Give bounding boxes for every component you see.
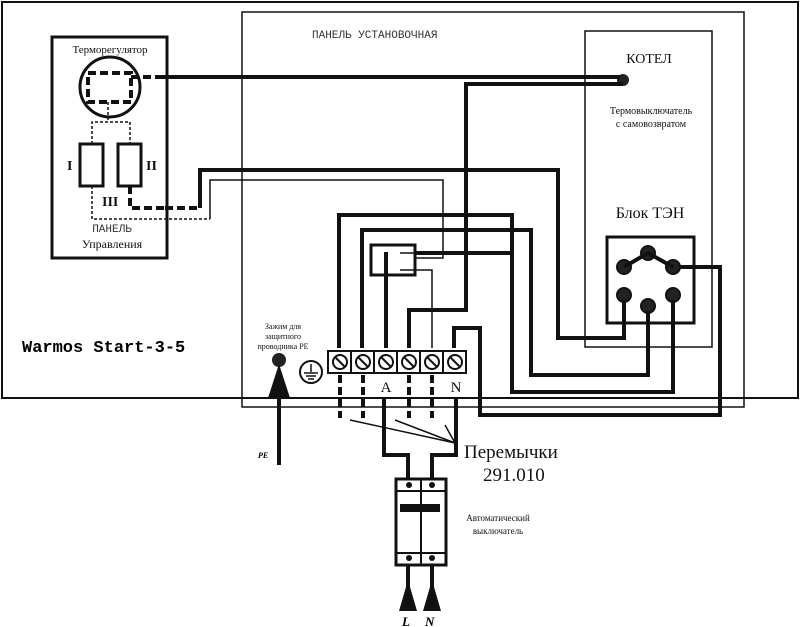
pe-clamp-icon — [272, 353, 286, 367]
stage-1-label: I — [67, 159, 72, 174]
thermostat-label: Терморегулятор — [72, 44, 148, 56]
pe-clamp-label-2: защитного — [265, 332, 301, 341]
terminal-a-label: A — [381, 380, 392, 396]
heater-stage-1-icon — [78, 142, 105, 188]
heater-block — [605, 235, 696, 325]
stage-3-label: III — [102, 195, 118, 210]
pe-clamp-label-3: проводника PE — [257, 342, 308, 351]
input-n-label: N — [424, 614, 435, 627]
breaker-label-1: Автоматический — [466, 513, 530, 523]
ground-icon — [299, 360, 323, 384]
jumpers-code: 291.010 — [483, 465, 545, 486]
heater-terminals — [616, 245, 681, 314]
panel-label: ПАНЕЛЬ — [92, 224, 132, 236]
installation-panel-label: ПАНЕЛЬ УСТАНОВОЧНАЯ — [312, 30, 437, 42]
pe-label: PE — [258, 451, 268, 460]
control-label: Управления — [82, 237, 143, 251]
breaker-label-2: выключатель — [473, 526, 523, 536]
model-title: Warmos Start-3-5 — [22, 339, 185, 358]
circuit-breaker — [394, 477, 448, 567]
boiler-label: КОТЕЛ — [626, 52, 672, 67]
heater-stage-2-icon — [116, 142, 143, 188]
pe-clamp-label-1: Зажим для — [265, 322, 301, 331]
relay — [369, 243, 417, 277]
thermo-switch-label: Термовыключатель — [610, 106, 693, 117]
jumpers-label: Перемычки — [464, 442, 558, 463]
heater-block-label: Блок ТЭН — [616, 205, 685, 222]
thermostat-icon — [78, 55, 142, 119]
input-arrows — [399, 580, 441, 611]
outer-frame — [1, 1, 799, 399]
terminal-n-label: N — [451, 380, 462, 396]
input-l-label: L — [401, 614, 410, 627]
installation-panel — [241, 11, 745, 408]
terminal-block: A N — [327, 350, 467, 396]
thermo-switch-label-2: с самовозвратом — [616, 119, 687, 130]
control-panel: Терморегулятор I II III ПАНЕЛЬ Управлени… — [50, 35, 210, 260]
stage-2-label: II — [146, 159, 157, 174]
